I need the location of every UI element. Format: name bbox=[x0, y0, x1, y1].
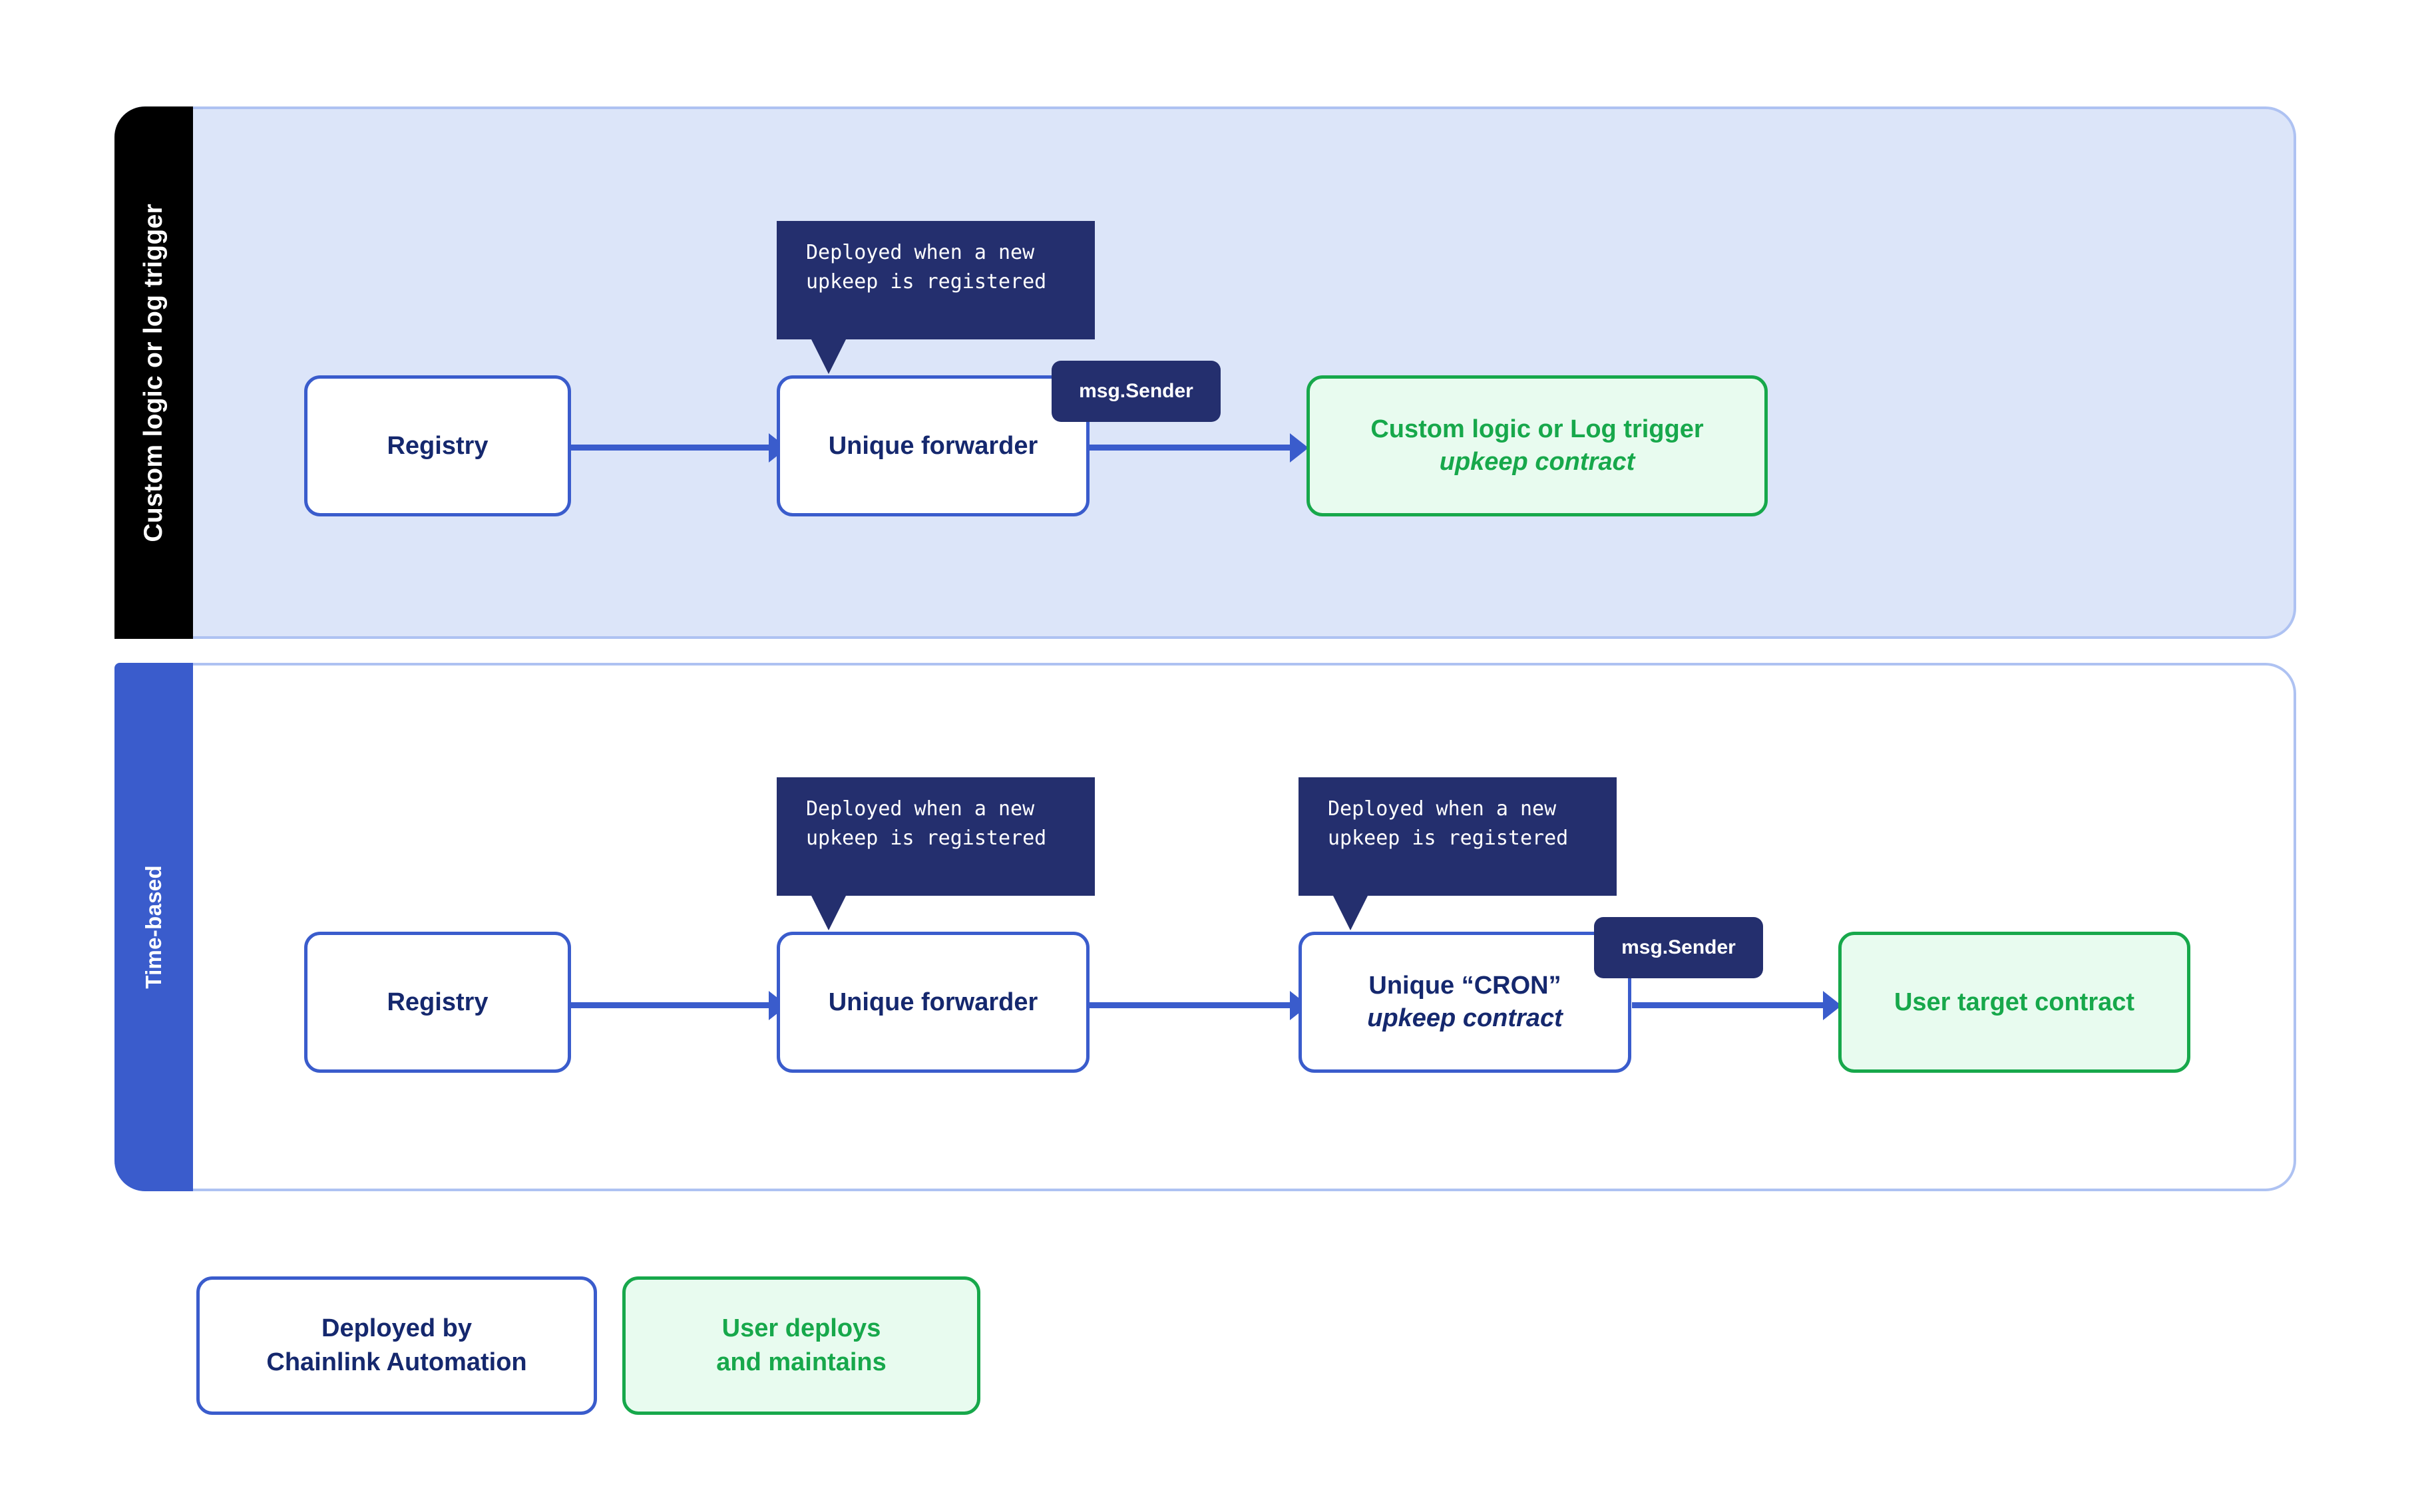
node-registry-custom[interactable]: Registry bbox=[304, 375, 571, 516]
legend-deployed-by-line1: Deployed by bbox=[321, 1314, 472, 1342]
node-unique-forwarder-custom-label: Unique forwarder bbox=[828, 431, 1038, 460]
panel-time-based bbox=[114, 663, 2296, 1191]
node-user-target-contract[interactable]: User target contract bbox=[1838, 932, 2190, 1073]
legend-user-deploys-line2: and maintains bbox=[716, 1348, 887, 1376]
node-unique-forwarder-custom[interactable]: Unique forwarder bbox=[777, 375, 1090, 516]
arrow-registry-to-forwarder-time bbox=[571, 1002, 771, 1008]
node-unique-forwarder-time[interactable]: Unique forwarder bbox=[777, 932, 1090, 1073]
rail-custom-logic-label: Custom logic or log trigger bbox=[139, 203, 168, 542]
node-cron-upkeep-contract-line1: Unique “CRON” bbox=[1368, 972, 1561, 1000]
node-cron-upkeep-contract[interactable]: Unique “CRON” upkeep contract bbox=[1299, 932, 1631, 1073]
callout-forwarder-time: Deployed when a new upkeep is registered bbox=[777, 777, 1095, 930]
node-registry-time[interactable]: Registry bbox=[304, 932, 571, 1073]
badge-msg-sender-custom: msg.Sender bbox=[1052, 361, 1221, 422]
arrow-forwarder-to-upkeep-custom bbox=[1089, 445, 1292, 451]
legend-user-deploys-line1: User deploys bbox=[721, 1314, 881, 1342]
callout-cron-time: Deployed when a new upkeep is registered bbox=[1299, 777, 1617, 930]
badge-msg-sender-time: msg.Sender bbox=[1594, 917, 1763, 978]
node-upkeep-contract-custom-line1: Custom logic or Log trigger bbox=[1370, 415, 1704, 444]
rail-custom-logic: Custom logic or log trigger bbox=[114, 106, 193, 639]
node-upkeep-contract-custom-line2: upkeep contract bbox=[1439, 448, 1635, 476]
node-user-target-contract-label: User target contract bbox=[1894, 988, 2135, 1016]
node-registry-custom-label: Registry bbox=[387, 431, 489, 460]
node-cron-upkeep-contract-line2: upkeep contract bbox=[1367, 1004, 1563, 1032]
legend-deployed-by-chainlink: Deployed by Chainlink Automation bbox=[196, 1276, 597, 1415]
node-registry-time-label: Registry bbox=[387, 988, 489, 1016]
legend-deployed-by-line2: Chainlink Automation bbox=[266, 1348, 527, 1376]
node-upkeep-contract-custom[interactable]: Custom logic or Log trigger upkeep contr… bbox=[1306, 375, 1768, 516]
arrow-forwarder-to-cron-time bbox=[1089, 1002, 1292, 1008]
arrow-registry-to-forwarder-custom bbox=[571, 445, 771, 451]
node-unique-forwarder-time-label: Unique forwarder bbox=[828, 988, 1038, 1016]
legend-user-deploys-maintains: User deploys and maintains bbox=[622, 1276, 980, 1415]
rail-time-based: Time-based bbox=[114, 663, 193, 1191]
rail-time-based-label: Time-based bbox=[141, 865, 166, 989]
callout-forwarder-custom: Deployed when a new upkeep is registered bbox=[777, 221, 1095, 374]
arrow-cron-to-target-time bbox=[1632, 1002, 1825, 1008]
